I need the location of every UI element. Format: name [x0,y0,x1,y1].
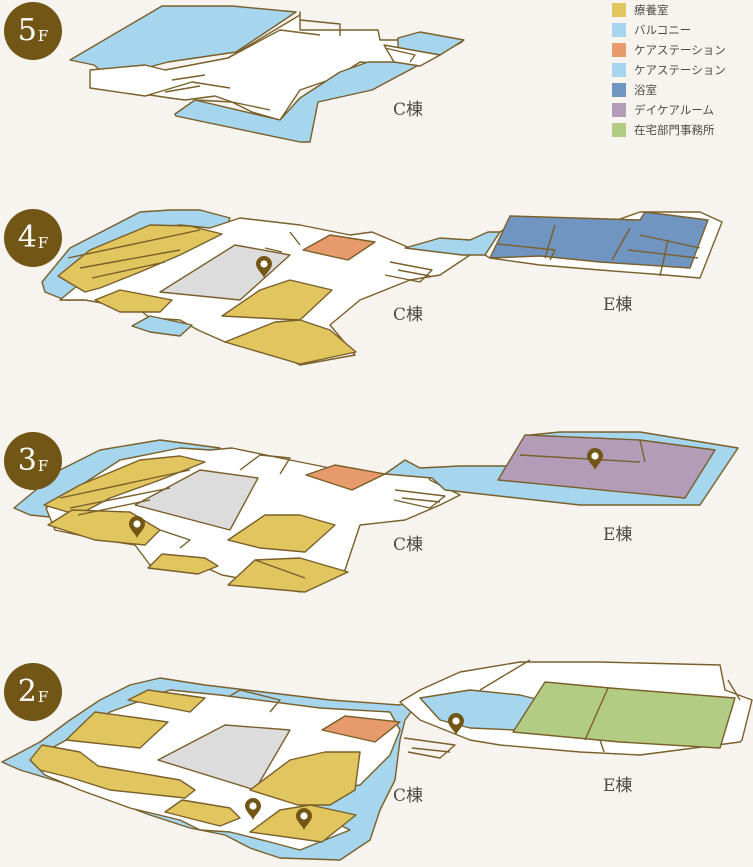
room-3f-west-block [43,455,206,516]
room-2f-small [164,799,241,827]
legend-label: 在宅部門事務所 [634,123,715,137]
legend-label: バルコニー [634,23,692,37]
balcony-5f-east [397,31,465,56]
building-label-4f-e: E棟 [603,295,633,315]
floor-unit: F [37,26,49,45]
legend-label: 浴室 [634,83,657,97]
building-label-2f-e: E棟 [603,776,633,796]
legend-label: ケアステーション [634,63,726,77]
building-label-3f-e: E棟 [603,525,633,545]
legend-item-care-station-orange: ケアステーション [612,40,726,60]
lounge-4f [159,244,291,301]
legend-swatch [612,123,626,137]
legend-item-home-office: 在宅部門事務所 [612,120,726,140]
legend-item-balcony: バルコニー [612,20,726,40]
room-3f-south [227,557,349,593]
floor-number: 3 [17,443,37,478]
legend-item-daycare: デイケアルーム [612,100,726,120]
home-office-2f [512,681,736,749]
floor-4f-plan [41,209,723,366]
lounge-3f [134,469,259,531]
floor-number: 4 [17,220,37,255]
legend-swatch [612,23,626,37]
floor-unit: F [37,687,49,706]
floor-3f-plan [13,431,739,593]
legend-swatch [612,43,626,57]
balcony-5f-west [69,5,297,71]
legend-label: ケアステーション [634,43,726,57]
room-2f-nw [127,689,206,713]
lounge-2f [157,724,291,791]
floor-5f-east-rooms [383,44,441,67]
room-4f-center [221,279,333,321]
floor-number: 2 [17,674,37,709]
floor-5f-plan [69,5,465,143]
bath-4f-e [489,211,709,269]
care-station-2f [321,715,401,743]
legend-item-care-station-blue: ケアステーション [612,60,726,80]
legend-item-bath: 浴室 [612,80,726,100]
building-label-4f-c: C棟 [393,305,424,325]
map-legend: 療養室 バルコニー ケアステーション ケアステーション 浴室 デイケアルーム 在… [612,0,726,140]
room-4f-mid-west [94,289,173,313]
legend-swatch [612,83,626,97]
care-station-4f [302,234,376,261]
balcony-4f-connector [404,231,501,256]
legend-label: 療養室 [634,3,669,17]
floor-number: 5 [17,13,37,48]
room-3f-small [147,553,219,575]
building-label-2f-c: C棟 [393,786,424,806]
room-4f-west-block [57,224,223,293]
room-3f-center [227,514,336,553]
building-label-3f-c: C棟 [393,535,424,555]
legend-swatch [612,63,626,77]
legend-swatch [612,103,626,117]
daycare-room-3f [497,434,716,499]
building-label-5f-c: C棟 [393,100,424,120]
balcony-4f-small [131,315,193,337]
room-2f-center [249,751,361,806]
room-4f-south [224,319,357,365]
floor-5f-c-main [89,11,421,121]
legend-item-ward-room: 療養室 [612,0,726,20]
floor-unit: F [37,456,49,475]
legend-label: デイケアルーム [634,103,715,117]
floor-unit: F [37,233,49,252]
legend-swatch [612,3,626,17]
room-2f-west [65,711,169,749]
floor-2f-plan [1,659,753,861]
room-2f-west-long [29,744,196,799]
